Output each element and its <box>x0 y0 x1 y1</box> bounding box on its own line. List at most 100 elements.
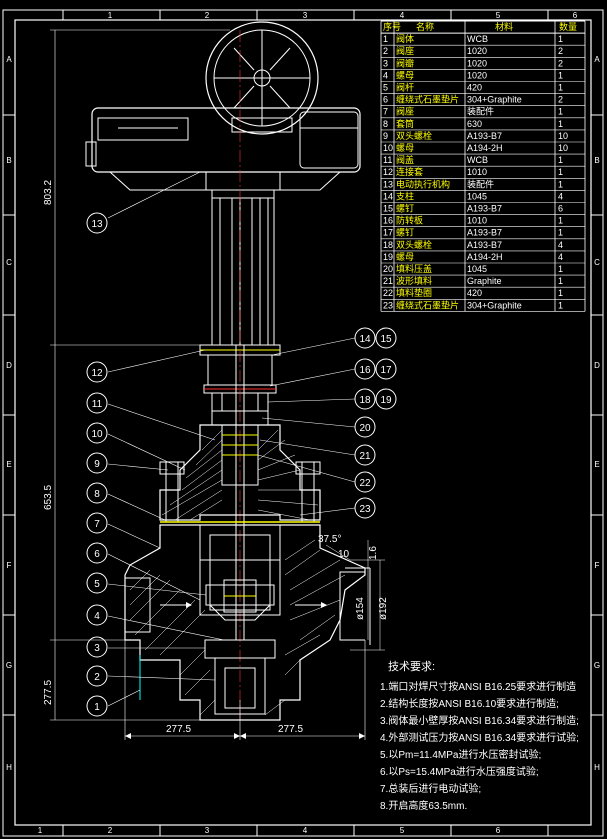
bottom-col-label: 3 <box>205 826 210 835</box>
notes-title: 技术要求: <box>388 660 435 673</box>
balloon-17: 17 <box>375 358 397 380</box>
svg-text:19: 19 <box>380 395 392 406</box>
right-row-label: H <box>594 763 600 772</box>
balloon-9: 9 <box>86 452 108 474</box>
dim-lower-height: 277.5 <box>43 680 54 705</box>
bom-cell-index: 9 <box>383 131 388 141</box>
balloon-22: 22 <box>354 471 376 493</box>
bom-cell-qty: 1 <box>558 264 563 274</box>
bom-cell-qty: 1 <box>558 107 563 117</box>
dim-half-length-left: 277.5 <box>166 724 191 735</box>
svg-text:4: 4 <box>94 611 100 622</box>
bom-cell-index: 16 <box>383 216 393 226</box>
top-col-label: 5 <box>496 11 501 20</box>
bom-cell-index: 6 <box>383 95 388 105</box>
bom-cell-material: 1010 <box>467 216 487 226</box>
bom-cell-name: 波形填料 <box>396 275 432 286</box>
balloon-13: 13 <box>86 212 108 234</box>
bom-cell-name: 阀瓣 <box>396 58 414 68</box>
bom-cell-name: 缠绕式石墨垫片 <box>396 299 459 310</box>
bom-cell-index: 14 <box>383 191 393 201</box>
note-item: 2.结构长度按ANSI B16.10要求进行制造; <box>380 697 559 710</box>
bom-cell-name: 填料垫圈 <box>396 287 432 298</box>
bom-cell-material: 1010 <box>467 167 487 177</box>
svg-text:8: 8 <box>94 489 100 500</box>
bom-cell-qty: 1 <box>558 276 563 286</box>
bom-header-cell: 材料 <box>495 21 513 32</box>
top-col-label: 2 <box>205 11 210 20</box>
balloon-12: 12 <box>86 361 108 383</box>
bom-cell-material: A193-B7 <box>467 228 502 238</box>
bom-cell-qty: 1 <box>558 228 563 238</box>
bom-cell-name: 套筒 <box>396 118 414 129</box>
bom-cell-qty: 1 <box>558 155 563 165</box>
balloon-15: 15 <box>375 327 397 349</box>
bom-cell-material: WCB <box>467 34 488 44</box>
svg-text:14: 14 <box>359 334 371 345</box>
bom-cell-index: 22 <box>383 288 393 298</box>
bom-cell-index: 11 <box>383 155 392 165</box>
top-column-markers: 1 2 3 4 5 6 <box>62 10 578 20</box>
svg-text:22: 22 <box>359 478 371 489</box>
right-row-label: D <box>594 361 600 370</box>
dim-half-length-right: 277.5 <box>278 724 303 735</box>
bom-cell-qty: 10 <box>558 131 568 141</box>
bom-cell-index: 20 <box>383 264 393 274</box>
balloon-1: 1 <box>86 695 108 717</box>
bom-cell-index: 17 <box>383 228 393 238</box>
bom-cell-name: 螺母 <box>396 252 414 262</box>
bottom-col-label: 1 <box>38 826 43 835</box>
top-col-label: 6 <box>573 11 578 20</box>
bom-cell-material: 1045 <box>467 264 487 274</box>
bom-cell-material: A193-B7 <box>467 131 502 141</box>
left-row-label: F <box>7 561 12 570</box>
bom-cell-qty: 2 <box>558 46 563 56</box>
bom-cell-index: 1 <box>383 34 388 44</box>
note-item: 6.以Ps=15.4MPa进行水压强度试验; <box>380 765 539 778</box>
left-row-label: B <box>6 156 11 165</box>
bom-cell-name: 螺钉 <box>396 204 414 214</box>
svg-text:11: 11 <box>92 399 103 410</box>
bom-cell-index: 8 <box>383 119 388 129</box>
bom-header-cell: 名称 <box>416 21 434 32</box>
svg-text:18: 18 <box>359 395 371 406</box>
bom-cell-material: 装配件 <box>467 106 494 117</box>
bom-cell-qty: 4 <box>558 240 563 250</box>
left-row-label: A <box>6 55 12 64</box>
bom-cell-qty: 1 <box>558 300 563 310</box>
bom-cell-material: Graphite <box>467 276 502 286</box>
bom-cell-material: 420 <box>467 83 482 93</box>
bom-cell-name: 阀座 <box>396 106 414 117</box>
bom-cell-index: 23 <box>383 300 393 310</box>
left-row-label: H <box>6 763 12 772</box>
svg-text:12: 12 <box>91 368 103 379</box>
bom-cell-name: 螺母 <box>396 70 414 80</box>
bom-cell-material: 304+Graphite <box>467 300 522 310</box>
inner-frame <box>14 19 592 826</box>
balloon-10: 10 <box>86 422 108 444</box>
svg-text:15: 15 <box>380 334 392 345</box>
bom-cell-name: 阀盖 <box>396 154 414 165</box>
bom-cell-index: 3 <box>383 58 388 68</box>
bom-cell-qty: 1 <box>558 34 563 44</box>
leader-lines <box>107 171 356 707</box>
bom-cell-qty: 2 <box>558 95 563 105</box>
svg-text:3: 3 <box>94 643 100 654</box>
bom-cell-name: 缠绕式石墨垫片 <box>396 94 459 105</box>
right-row-label: B <box>594 156 599 165</box>
bottom-col-label: 4 <box>303 826 308 835</box>
svg-text:9: 9 <box>94 459 100 470</box>
balloon-14: 14 <box>354 327 376 349</box>
bottom-col-label: 6 <box>496 826 501 835</box>
bom-cell-qty: 10 <box>558 143 568 153</box>
bom-cell-index: 2 <box>383 46 388 56</box>
technical-notes: 技术要求: 1.端口对焊尺寸按ANSI B16.25要求进行制造 2.结构长度按… <box>380 660 579 812</box>
dim-d154: ø154 <box>355 597 366 620</box>
bom-cell-material: 装配件 <box>467 178 494 189</box>
bom-cell-index: 15 <box>383 204 393 214</box>
balloon-19: 19 <box>375 388 397 410</box>
right-row-label: F <box>595 561 600 570</box>
svg-text:10: 10 <box>91 429 103 440</box>
bom-cell-qty: 1 <box>558 119 563 129</box>
